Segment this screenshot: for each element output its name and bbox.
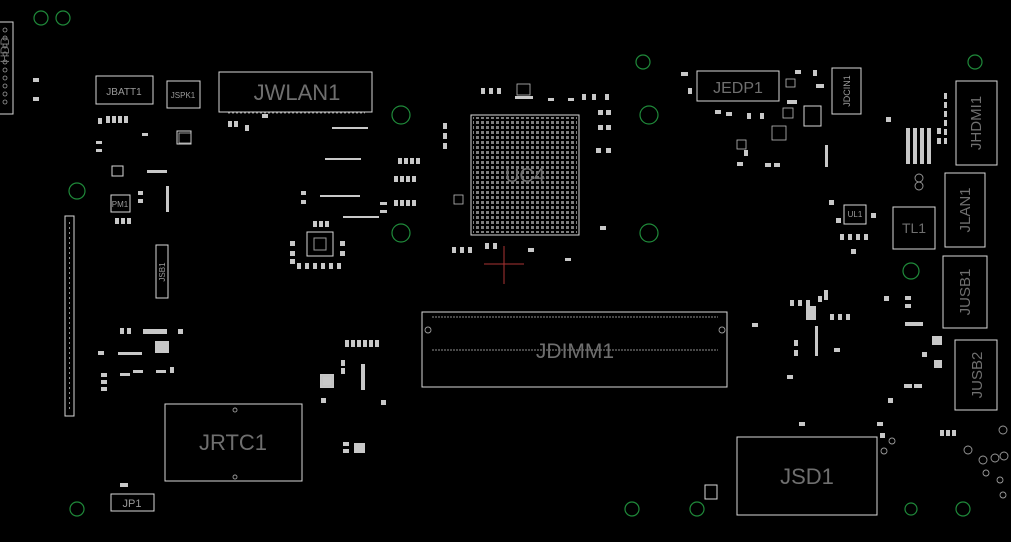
connector-left-strip (64, 215, 75, 417)
connector-jdcin1: JDCIN1 (803, 67, 862, 127)
label-jbatt1: JBATT1 (106, 87, 142, 98)
connector-jrtc1: JRTC1 (164, 403, 303, 482)
jumper-jp1: JP1 (110, 493, 155, 512)
connector-jbatt1: JBATT1 (95, 75, 154, 123)
label-jspk1: JSPK1 (171, 91, 196, 100)
connector-jwlan1: JWLAN1 (218, 71, 373, 114)
chip-qfn-left (306, 231, 334, 257)
connector-jsd1: JSD1 (704, 436, 878, 516)
connector-hdd: HDD (0, 21, 14, 115)
test-points-right (880, 173, 1009, 499)
connector-jhdmi1: JHDMI1 (944, 80, 998, 166)
connector-jsb1: JSB1 (155, 244, 169, 299)
mounting-holes (33, 10, 983, 517)
chip-uc4: UC4 (470, 114, 580, 284)
label-jsb1: JSB1 (158, 262, 167, 282)
label-jdcin1: JDCIN1 (842, 75, 852, 107)
label-jusb1: JUSB1 (957, 269, 974, 316)
connector-jdimm1: JDIMM1 (421, 311, 728, 388)
connector-jusb1: JUSB1 (942, 255, 988, 329)
connector-jlan1: JLAN1 (944, 172, 986, 248)
label-jsd1: JSD1 (780, 464, 834, 489)
label-pm1: PM1 (112, 200, 129, 209)
chip-tl1: TL1 (892, 206, 936, 250)
small-ic-outlines (178, 78, 796, 387)
connector-jusb2: JUSB2 (954, 339, 998, 411)
chip-pm1: PM1 (110, 165, 131, 213)
small-components (33, 70, 956, 487)
label-jwlan1: JWLAN1 (254, 80, 341, 105)
label-hdd: HDD (0, 37, 12, 63)
label-uc4: UC4 (505, 165, 545, 187)
label-jrtc1: JRTC1 (199, 430, 267, 455)
label-ul1: UL1 (848, 210, 863, 219)
label-jp1: JP1 (123, 498, 142, 510)
label-jedp1: JEDP1 (713, 80, 763, 97)
label-jhdmi1: JHDMI1 (968, 96, 985, 150)
label-jdimm1: JDIMM1 (536, 340, 614, 363)
label-jlan1: JLAN1 (957, 187, 974, 232)
chip-ul1: UL1 (843, 204, 867, 225)
label-jusb2: JUSB2 (969, 352, 986, 399)
connector-jedp1: JEDP1 (696, 70, 780, 102)
label-tl1: TL1 (902, 220, 926, 236)
